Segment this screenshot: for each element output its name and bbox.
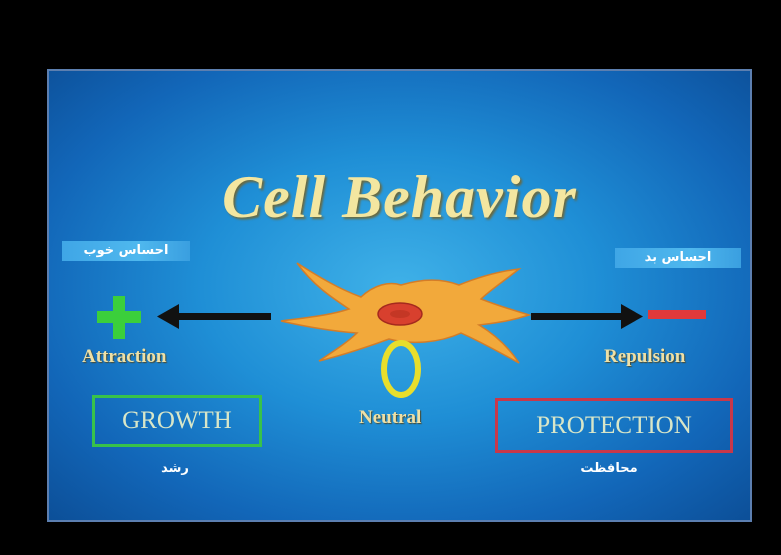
plus-icon (97, 296, 141, 339)
growth-annotation: رشد (145, 459, 205, 479)
growth-box: GROWTH (92, 395, 262, 447)
bad-feeling-annotation: احساس بد (615, 248, 741, 268)
diagram-graphics (49, 71, 752, 522)
zero-icon (384, 343, 418, 395)
repulsion-label: Repulsion (604, 346, 685, 368)
good-feeling-annotation: احساس خوب (62, 241, 190, 261)
minus-icon (648, 310, 706, 319)
protection-box: PROTECTION (495, 398, 733, 453)
slide-frame: Cell Behavior احساس (47, 69, 752, 522)
right-arrow-icon (531, 304, 643, 329)
cell-icon (281, 263, 529, 363)
attraction-label: Attraction (82, 346, 166, 368)
protection-annotation: محافظت (569, 459, 649, 479)
neutral-label: Neutral (359, 407, 421, 429)
left-arrow-icon (157, 304, 271, 329)
